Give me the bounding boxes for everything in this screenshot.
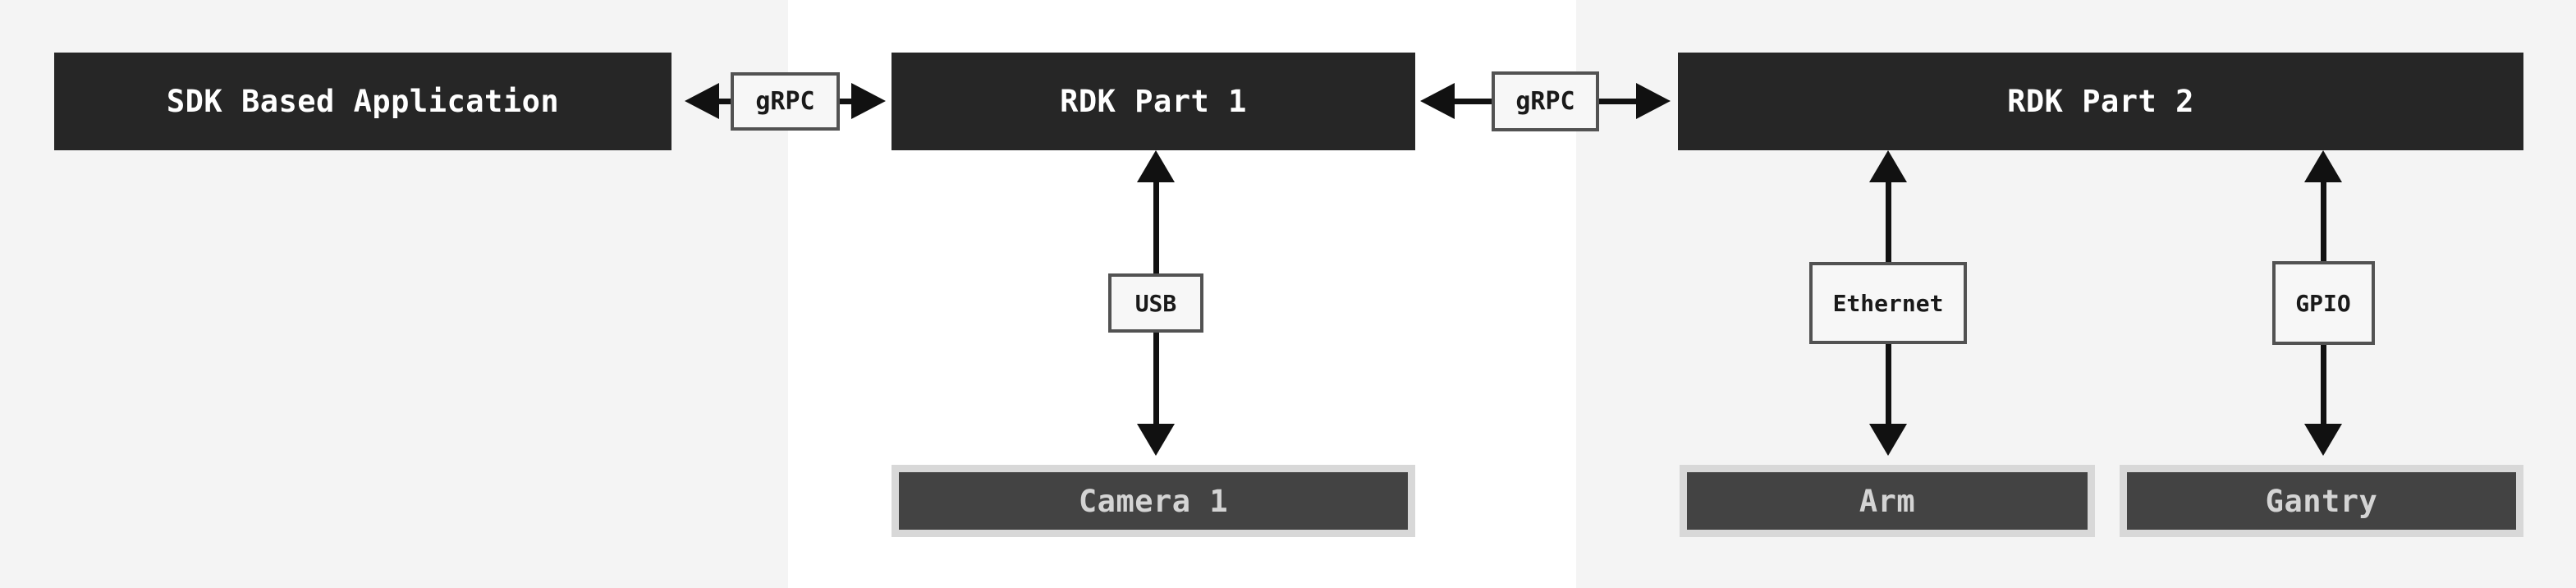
connector-rdk1-camera1: USB xyxy=(1108,150,1203,456)
edge-line xyxy=(1599,98,1636,104)
node-sdk-based-application: SDK Based Application xyxy=(54,53,672,150)
edge-line xyxy=(719,98,731,104)
arrowhead-up-icon xyxy=(1137,150,1175,182)
arrowhead-up-icon xyxy=(2304,150,2342,182)
arrowhead-down-icon xyxy=(2304,424,2342,456)
edge-line xyxy=(2320,182,2326,261)
node-rdk-part-1: RDK Part 1 xyxy=(892,53,1415,150)
edge-line xyxy=(1153,333,1159,424)
edge-label-grpc-2: gRPC xyxy=(1492,71,1599,131)
connector-sdk-rdk1: gRPC xyxy=(685,71,886,131)
arrowhead-down-icon xyxy=(1137,424,1175,456)
edge-line xyxy=(2320,345,2326,424)
edge-line xyxy=(1885,344,1891,424)
edge-label-usb: USB xyxy=(1108,273,1203,333)
node-camera-1: Camera 1 xyxy=(892,465,1415,537)
node-gantry: Gantry xyxy=(2120,465,2523,537)
arrowhead-left-icon xyxy=(1420,83,1455,119)
connector-rdk2-gantry: GPIO xyxy=(2271,150,2375,456)
arrowhead-right-icon xyxy=(851,83,886,119)
arrowhead-down-icon xyxy=(1869,424,1907,456)
arrowhead-right-icon xyxy=(1636,83,1671,119)
connector-rdk2-arm: Ethernet xyxy=(1809,150,1967,456)
node-rdk-part-2: RDK Part 2 xyxy=(1678,53,2523,150)
edge-line xyxy=(1153,182,1159,273)
edge-label-grpc-1: gRPC xyxy=(731,71,840,131)
edge-line xyxy=(840,98,851,104)
node-arm: Arm xyxy=(1680,465,2095,537)
edge-line xyxy=(1455,98,1492,104)
arrowhead-left-icon xyxy=(685,83,719,119)
connector-rdk1-rdk2: gRPC xyxy=(1420,71,1671,131)
edge-label-gpio: GPIO xyxy=(2271,261,2375,345)
edge-line xyxy=(1885,182,1891,262)
arrowhead-up-icon xyxy=(1869,150,1907,182)
edge-label-ethernet: Ethernet xyxy=(1809,262,1967,344)
